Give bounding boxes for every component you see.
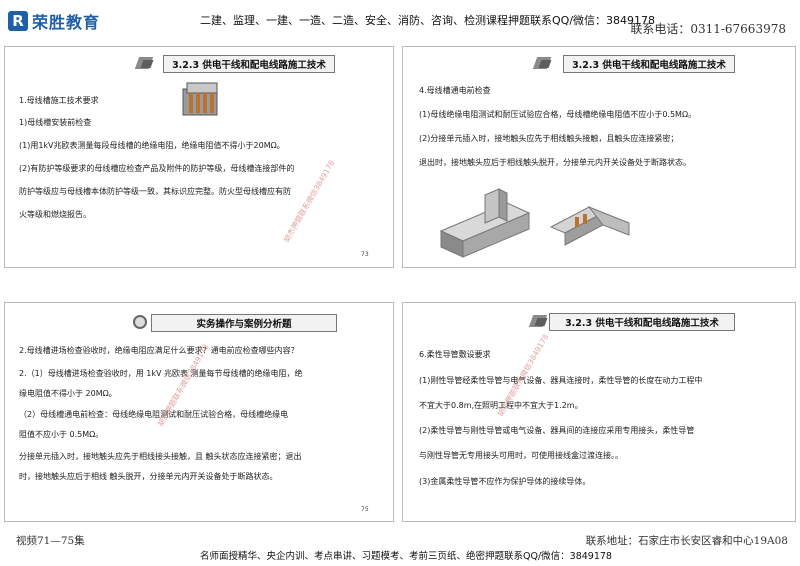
slide-title: 3.2.3 供电干线和配电线路施工技术: [549, 313, 735, 331]
text-line: 2.（1）母线槽进场检查验收时，用 1kV 兆欧表 测量每节母线槽的绝缘电阻，绝: [19, 369, 303, 378]
text-line: (1)刚性导管经柔性导管与电气设备、器具连接时，柔性导管的长度在动力工程中: [419, 376, 703, 385]
text-line: 4.母线槽通电前检查: [419, 86, 491, 95]
text-line: 1)母线槽安装前检查: [19, 118, 92, 127]
logo-mark-icon: R: [8, 11, 28, 31]
slide-76: 3.2.3 供电干线和配电线路施工技术 6.柔性导管敷设要求 (1)刚性导管经柔…: [402, 302, 796, 522]
busway-elbow-image: [549, 205, 630, 246]
slide-title: 3.2.3 供电干线和配电线路施工技术: [563, 55, 735, 73]
text-line: 1.母线槽施工技术要求: [19, 96, 99, 105]
text-line: 阻值不应小于 0.5MΩ。: [19, 430, 104, 439]
text-line: 火等级和燃烧报告。: [19, 210, 91, 219]
page-number: 73: [361, 251, 369, 258]
header-phone: 联系电话：0311-67663978: [630, 22, 786, 36]
slide-75: 实务操作与案例分析题 2.母线槽进场检查验收时，绝缘电阻应满足什么要求？通电前应…: [4, 302, 394, 522]
slide-73: 3.2.3 供电干线和配电线路施工技术 1.母线槽施工技术要求 1)母线槽安装前…: [4, 46, 394, 268]
text-line: （2）母线槽通电前检查：母线绝缘电阻测试和耐压试验合格，母线槽绝缘电: [19, 410, 289, 419]
text-line: (1)母线绝缘电阻测试和耐压试验应合格，母线槽绝缘电阻值不应小于0.5MΩ。: [419, 110, 697, 119]
text-line: 时，接地触头应后于相线 触头脱开，分接单元内开关设备处于断路状态。: [19, 472, 278, 481]
text-line: 分接单元插入时，接地触头应先于相线接头接触，且 触头状态应连接紧密；退出: [19, 452, 302, 461]
text-line: 与刚性导管无专用接头可用时，可使用接线盒过渡连接。。: [419, 451, 623, 460]
slide-title: 3.2.3 供电干线和配电线路施工技术: [163, 55, 335, 73]
text-line: 防护等级应与母线槽本体防护等级一致，其标识应完整。防火型母线槽应有防: [19, 187, 291, 196]
slide-title: 实务操作与案例分析题: [151, 314, 337, 332]
logo-text: 荣胜教育: [32, 13, 101, 32]
cube-icon: [531, 55, 557, 71]
cube-icon: [133, 55, 159, 71]
header-banner: 二建、监理、一建、一造、二造、安全、消防、咨询、检测课程押题联系QQ/微信：38…: [200, 14, 656, 27]
text-line: 退出时，接地触头应后于相线触头脱开，分接单元内开关设备处于断路状态。: [419, 158, 691, 167]
footer-address: 联系地址：石家庄市长安区睿和中心19A08: [585, 535, 788, 547]
text-line: (1)用1kV兆欧表测量每段母线槽的绝缘电阻，绝缘电阻值不得小于20MΩ。: [19, 141, 285, 150]
text-line: 缘电阻值不得小于 20MΩ。: [19, 389, 117, 398]
busway-tee-image: [439, 188, 531, 258]
footer-video-range: 视频71—75集: [16, 535, 85, 547]
text-line: (3)金属柔性导管不应作为保护导体的接续导体。: [419, 477, 591, 486]
footer-banner: 名师面授精华、央企内训、考点串讲、习题模考、考前三页纸、绝密押题联系QQ/微信：…: [200, 551, 612, 562]
text-line: 6.柔性导管敷设要求: [419, 350, 491, 359]
brand-logo: R 荣胜教育: [8, 10, 106, 32]
text-line: 不宜大于0.8m,在照明工程中不宜大于1.2m。: [419, 401, 583, 410]
page-number: 75: [361, 506, 369, 513]
slide-74: 3.2.3 供电干线和配电线路施工技术 4.母线槽通电前检查 (1)母线绝缘电阻…: [402, 46, 796, 268]
text-line: (2)柔性导管与刚性导管或电气设备、器具间的连接应采用专用接头，柔性导管: [419, 426, 695, 435]
text-line: (2)分接单元插入时，接地触头应先于相线触头接触，且触头应连接紧密；: [419, 134, 679, 143]
text-line: (2)有防护等级要求的母线槽应检查产品及附件的防护等级，母线槽连接部件的: [19, 164, 295, 173]
text-line: 2.母线槽进场检查验收时，绝缘电阻应满足什么要求？通电前应检查哪些内容？: [19, 346, 299, 355]
pin-icon: [133, 315, 147, 329]
busway-image: [182, 82, 218, 116]
